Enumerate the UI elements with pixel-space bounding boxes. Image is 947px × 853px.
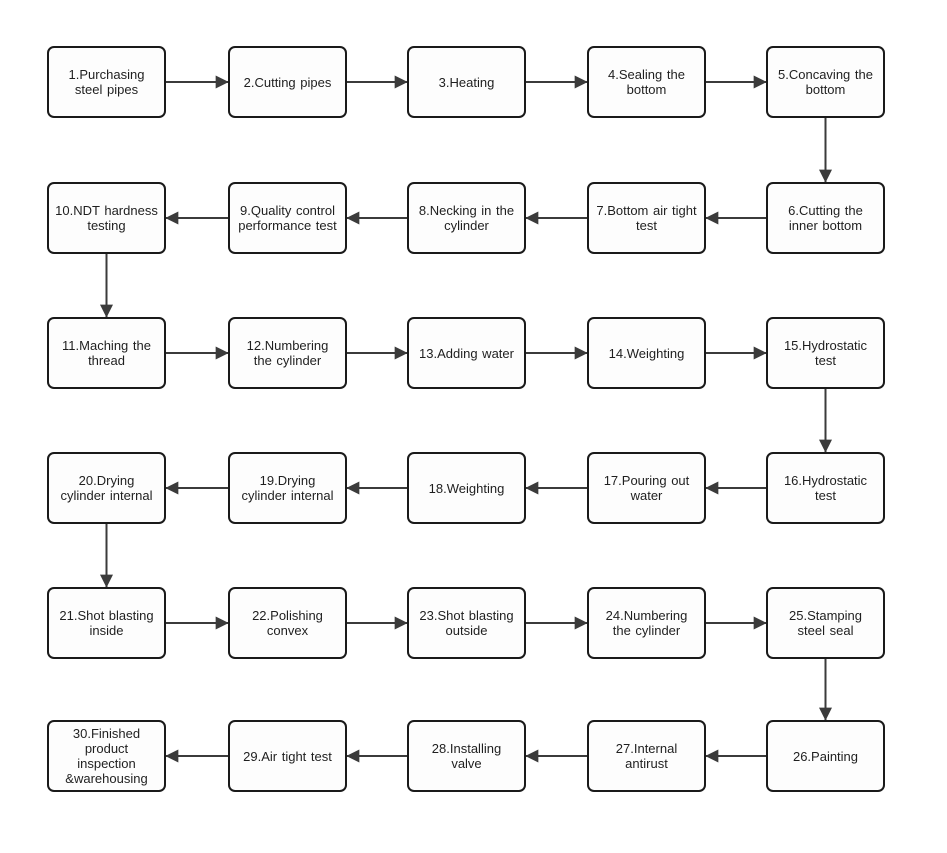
flow-node-label: 7.Bottom air tight test (596, 203, 697, 233)
flow-node-label: 19.Drying cylinder internal (241, 473, 334, 503)
flow-node-label: 9.Quality control performance test (238, 203, 337, 233)
flow-node-label: 23.Shot blasting outside (419, 608, 514, 638)
flow-node-label: 1.Purchasing steel pipes (68, 67, 145, 97)
flow-node-25: 25.Stamping steel seal (766, 587, 885, 659)
flow-node-15: 15.Hydrostatic test (766, 317, 885, 389)
flow-node-10: 10.NDT hardness testing (47, 182, 166, 254)
flow-node-label: 13.Adding water (419, 345, 514, 361)
flow-node-label: 27.Internal antirust (615, 741, 678, 771)
flow-node-label: 28.Installing valve (431, 741, 502, 771)
flow-node-3: 3.Heating (407, 46, 526, 118)
flow-node-6: 6.Cutting the inner bottom (766, 182, 885, 254)
flow-node-4: 4.Sealing the bottom (587, 46, 706, 118)
flow-node-label: 11.Maching the thread (62, 338, 151, 368)
flow-node-5: 5.Concaving the bottom (766, 46, 885, 118)
flow-node-14: 14.Weighting (587, 317, 706, 389)
flow-node-28: 28.Installing valve (407, 720, 526, 792)
flow-node-label: 26.Painting (792, 748, 859, 764)
flow-node-27: 27.Internal antirust (587, 720, 706, 792)
flow-node-24: 24.Numbering the cylinder (587, 587, 706, 659)
flow-node-21: 21.Shot blasting inside (47, 587, 166, 659)
flow-node-label: 4.Sealing the bottom (608, 67, 685, 97)
flow-node-23: 23.Shot blasting outside (407, 587, 526, 659)
flow-node-13: 13.Adding water (407, 317, 526, 389)
flow-node-20: 20.Drying cylinder internal (47, 452, 166, 524)
flow-node-label: 6.Cutting the inner bottom (788, 203, 863, 233)
flow-node-label: 29.Air tight test (243, 748, 332, 764)
flow-node-label: 25.Stamping steel seal (789, 608, 862, 638)
flow-node-label: 2.Cutting pipes (243, 74, 332, 90)
flow-node-16: 16.Hydrostatic test (766, 452, 885, 524)
flow-node-label: 5.Concaving the bottom (778, 67, 873, 97)
flow-node-label: 12.Numbering the cylinder (246, 338, 329, 368)
flow-node-label: 18.Weighting (428, 480, 505, 496)
flow-node-19: 19.Drying cylinder internal (228, 452, 347, 524)
flow-node-label: 30.Finished product inspection &warehous… (65, 726, 148, 786)
flow-node-17: 17.Pouring out water (587, 452, 706, 524)
flow-node-12: 12.Numbering the cylinder (228, 317, 347, 389)
flow-node-7: 7.Bottom air tight test (587, 182, 706, 254)
flow-node-30: 30.Finished product inspection &warehous… (47, 720, 166, 792)
flow-node-label: 3.Heating (438, 74, 495, 90)
flow-node-8: 8.Necking in the cylinder (407, 182, 526, 254)
flow-node-label: 8.Necking in the cylinder (418, 203, 515, 233)
flow-node-18: 18.Weighting (407, 452, 526, 524)
flow-node-label: 14.Weighting (608, 345, 685, 361)
flow-node-label: 22.Polishing convex (252, 608, 323, 638)
flow-node-label: 17.Pouring out water (603, 473, 690, 503)
flow-node-label: 16.Hydrostatic test (783, 473, 868, 503)
flow-node-29: 29.Air tight test (228, 720, 347, 792)
flow-node-label: 10.NDT hardness testing (55, 203, 158, 233)
flow-node-label: 15.Hydrostatic test (783, 338, 868, 368)
flow-node-2: 2.Cutting pipes (228, 46, 347, 118)
flow-node-label: 21.Shot blasting inside (59, 608, 154, 638)
flow-node-label: 24.Numbering the cylinder (605, 608, 688, 638)
flow-node-9: 9.Quality control performance test (228, 182, 347, 254)
flow-node-1: 1.Purchasing steel pipes (47, 46, 166, 118)
flow-node-26: 26.Painting (766, 720, 885, 792)
flow-node-22: 22.Polishing convex (228, 587, 347, 659)
flow-node-11: 11.Maching the thread (47, 317, 166, 389)
flow-node-label: 20.Drying cylinder internal (60, 473, 153, 503)
